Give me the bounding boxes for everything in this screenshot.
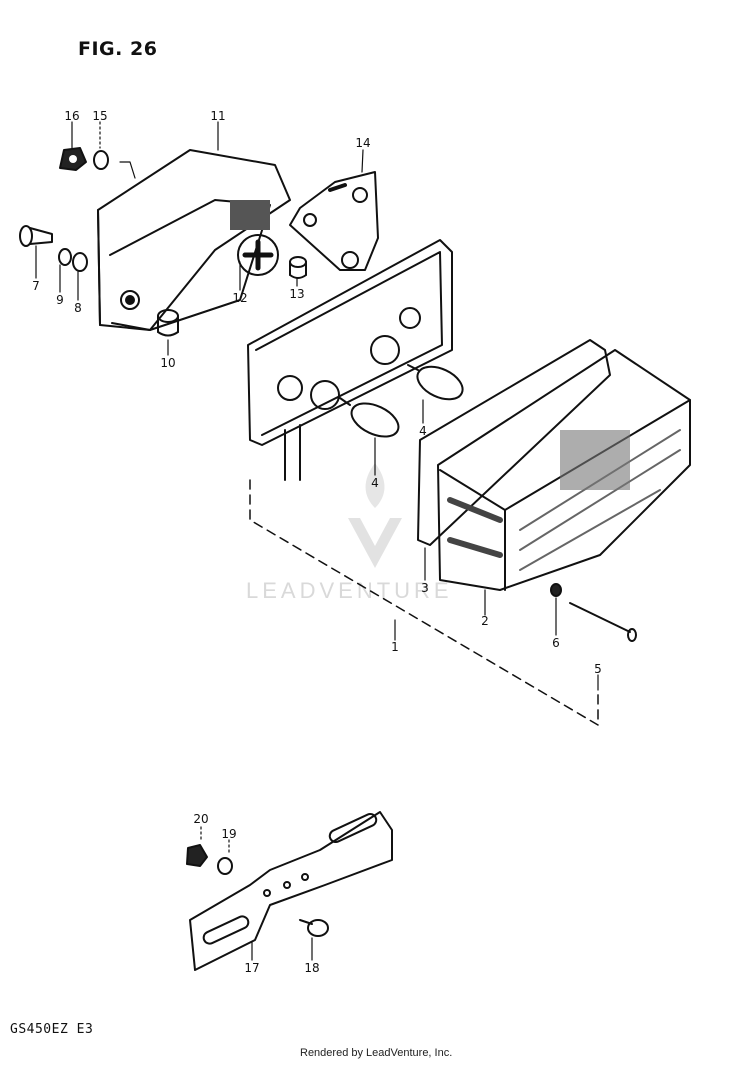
housing-part bbox=[97, 149, 291, 331]
model-label: GS450EZ E3 bbox=[10, 1022, 94, 1037]
bracket-plate-part bbox=[289, 171, 379, 271]
gasket-part bbox=[417, 339, 611, 546]
callout-9: 9 bbox=[56, 293, 64, 307]
washer-part-8 bbox=[72, 252, 88, 272]
leader-lines bbox=[35, 121, 599, 691]
callout-12: 12 bbox=[232, 291, 248, 305]
grommet-part bbox=[157, 309, 179, 337]
screw-part bbox=[569, 602, 637, 642]
callout-11: 11 bbox=[210, 109, 226, 123]
callout-4-lower: 4 bbox=[371, 476, 379, 490]
callout-3: 3 bbox=[421, 581, 429, 595]
license-bracket-part bbox=[189, 811, 393, 971]
callout-17: 17 bbox=[244, 961, 260, 975]
small-nut-part bbox=[550, 583, 562, 597]
socket-part bbox=[237, 234, 279, 276]
leadventure-logo-icon bbox=[348, 463, 402, 568]
callout-10: 10 bbox=[160, 356, 176, 370]
bolt-part bbox=[19, 225, 53, 247]
callout-8: 8 bbox=[74, 301, 82, 315]
nut-part bbox=[59, 147, 87, 171]
bracket-nut-part bbox=[186, 844, 208, 867]
callout-19: 19 bbox=[221, 827, 237, 841]
footer-credit: Rendered by LeadVenture, Inc. bbox=[300, 1047, 453, 1059]
figure-title: FIG. 26 bbox=[78, 38, 158, 60]
callout-1: 1 bbox=[391, 640, 399, 654]
callout-16: 16 bbox=[64, 109, 80, 123]
bulb-part bbox=[339, 397, 400, 438]
callout-13: 13 bbox=[289, 287, 305, 301]
callout-6: 6 bbox=[552, 636, 560, 650]
callout-15: 15 bbox=[92, 109, 108, 123]
watermark-text: LEADVENTURE bbox=[246, 578, 453, 603]
callout-18: 18 bbox=[304, 961, 320, 975]
callout-5: 5 bbox=[594, 662, 602, 676]
callout-7: 7 bbox=[32, 279, 40, 293]
lens-part bbox=[437, 349, 691, 591]
base-plate-part bbox=[247, 239, 453, 481]
assembly-line bbox=[249, 479, 599, 726]
callout-2: 2 bbox=[481, 614, 489, 628]
collar-part bbox=[289, 256, 307, 279]
callout-4-upper: 4 bbox=[419, 424, 427, 438]
callout-14: 14 bbox=[355, 136, 371, 150]
lockwasher-part bbox=[93, 150, 109, 170]
washer-part bbox=[58, 248, 72, 266]
bracket-washer-part bbox=[217, 857, 233, 875]
bracket-bolt-part bbox=[299, 919, 329, 937]
bulb-part-2 bbox=[407, 364, 464, 401]
callout-20: 20 bbox=[193, 812, 209, 826]
